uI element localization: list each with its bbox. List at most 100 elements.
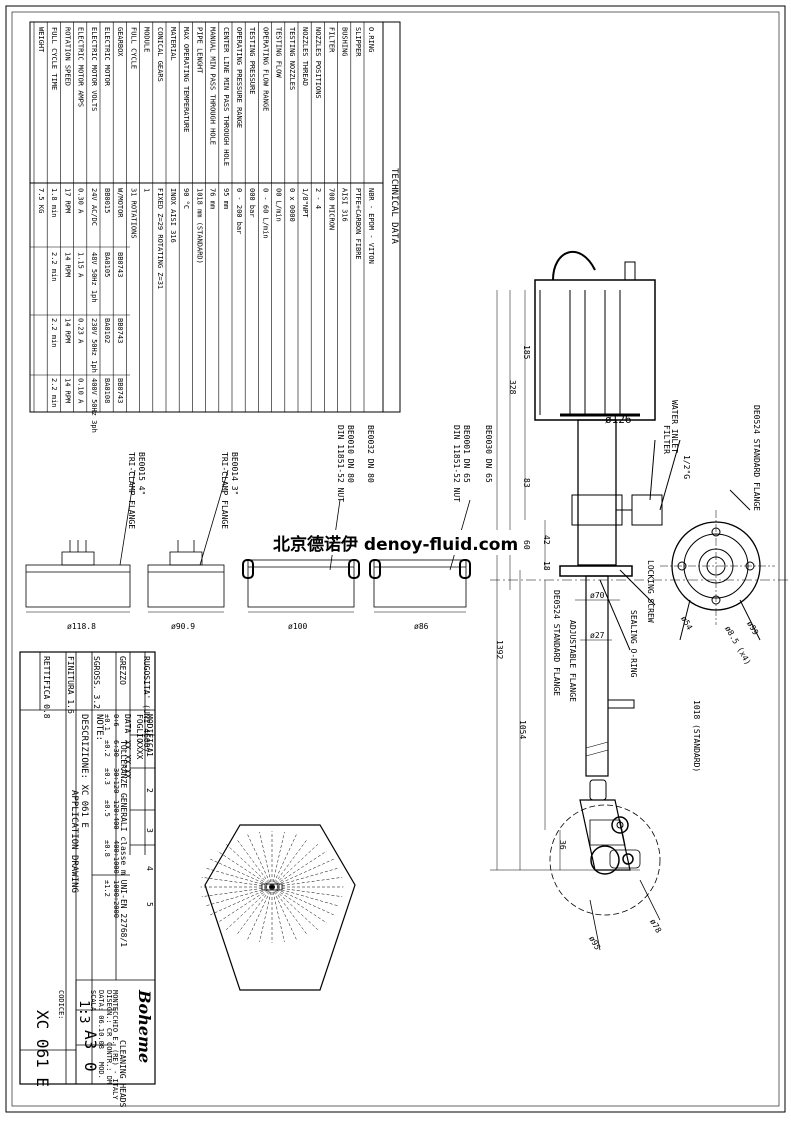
dim-1054: 1054 — [518, 720, 527, 740]
tol-range: 0÷6 — [112, 714, 120, 727]
spray-ray — [259, 831, 273, 888]
tech-label: CENTER LINE MIN PASS THROUGH HOLE — [221, 27, 230, 167]
codice-value: XC 061 E — [33, 1010, 52, 1088]
dim-1392: 1392 — [495, 640, 504, 660]
head-detail-view — [549, 804, 661, 951]
tol-value: ±0.5 — [103, 800, 111, 817]
spray-ray — [271, 877, 343, 888]
spray-ray — [271, 886, 297, 940]
format-value: A3 — [81, 1030, 100, 1050]
rev-1: 1 — [145, 752, 154, 757]
tech-motor-value: 14 RPM — [63, 318, 72, 344]
tol-value: ±0.1 — [103, 714, 111, 731]
spray-ray — [201, 877, 273, 888]
locking-screw-label: LOCKING SCREW — [646, 560, 655, 623]
dim-185: 185 — [522, 345, 531, 360]
dim-36: 36 — [558, 840, 567, 850]
tech-value: 24V AC/DC — [89, 188, 98, 226]
tech-value: 17 RPM — [63, 188, 72, 214]
tech-label: BUSHING — [340, 27, 349, 57]
tech-value: 1/8"NPT — [301, 188, 309, 218]
tol-range: 30÷120 — [112, 768, 120, 794]
tech-value: 95 mm — [221, 188, 230, 210]
tech-label: MANUAL MIN PASS THROUGH HOLE — [208, 27, 217, 146]
brand-subtitle: CLEANING HEADS — [118, 1040, 127, 1108]
brand-logo: Boheme — [135, 990, 154, 1064]
adjustable-flange-label: ADJUSTABLE FLANGE — [568, 620, 577, 702]
diam-126: ø126 — [605, 413, 632, 426]
tech-motor-value: 0.23 A — [76, 318, 85, 344]
disegn: DISEGN.: CR — [105, 990, 113, 1037]
spray-ray — [271, 850, 327, 888]
tech-label: TESTING PRESSURE — [248, 27, 257, 95]
rev-5: 5 — [145, 902, 154, 907]
tech-motor-value: BA0102 — [103, 318, 111, 344]
tech-label: OPERATING PRESSURE RANGE — [235, 27, 243, 129]
standard-flange-label: DE0524 STANDARD FLANGE — [552, 590, 561, 696]
tech-motor-value: 14 RPM — [63, 378, 72, 404]
flange1-code: BE0015 4" — [137, 452, 146, 496]
spray-ray — [271, 834, 297, 888]
tech-value: 0.30 A — [76, 188, 85, 214]
tech-motor-value: 48V 50Hz 1ph — [89, 252, 98, 303]
sealing-oring-label: SEALING O-RING — [629, 610, 638, 678]
tech-label: ELECTRIC MOTOR — [103, 27, 111, 87]
diam-70: ø70 — [590, 591, 605, 600]
tech-label: FULL CYCLE TIME — [50, 27, 59, 91]
spray-ray — [271, 886, 334, 916]
spray-ray — [271, 886, 319, 930]
tech-label: TESTING FLOW — [274, 27, 283, 78]
tech-value: 2 - 4 — [314, 188, 323, 210]
spray-ray — [271, 886, 343, 897]
flange4-code: BE0030 DN 65 — [484, 425, 493, 483]
tech-label: FULL CYCLE — [129, 27, 138, 70]
tech-label: MATERIAL — [169, 27, 177, 61]
dim-18: 18 — [542, 561, 551, 571]
dim-83: 83 — [522, 478, 531, 488]
tech-value: 000 bar — [248, 188, 257, 218]
spray-ray — [247, 834, 273, 888]
machine-drawing — [490, 250, 790, 871]
flange2-name: TRI-CLAMP FLANGE — [220, 452, 229, 530]
tech-value: 1 — [142, 188, 151, 193]
flange3-name: DIN 11851-52 NUT — [336, 425, 345, 503]
tech-value: W/MOTOR — [116, 188, 125, 218]
tech-motor-value: BB0743 — [116, 318, 125, 344]
tol-value: ±0.2 — [103, 740, 111, 757]
flange1-dim: ø118.8 — [67, 622, 96, 631]
tech-motor-value: 1.15 A — [76, 252, 85, 278]
tech-value: AISI 316 — [340, 188, 349, 222]
flange2-dim: ø90.9 — [171, 622, 196, 631]
tol-value: ±0.3 — [103, 768, 111, 785]
tech-motor-value: BA0108 — [103, 378, 111, 404]
tech-motor-value: 2.2 min — [50, 318, 59, 348]
flange3-dim: ø100 — [288, 622, 308, 631]
standard-flange-label-top: DE0524 STANDARD FLANGE — [752, 405, 761, 511]
spray-ray — [210, 886, 273, 916]
spray-ray — [236, 886, 273, 936]
tech-value: 7.5 KG — [37, 188, 45, 214]
dim-328: 328 — [508, 380, 517, 395]
spray-ray — [204, 867, 273, 888]
tol-range: 6÷30 — [112, 740, 120, 757]
tolerance-title: TOLLERANZE GENERALI classe m UNI-EN 2276… — [119, 740, 128, 948]
spray-ray — [236, 838, 273, 888]
spray-ray — [271, 838, 308, 888]
filter-label: FILTER — [662, 425, 671, 454]
tech-value: 00 L/min — [274, 188, 283, 222]
tech-label: ELECTRIC MOTOR VOLTS — [89, 27, 98, 112]
tech-motor-value: BB0743 — [116, 252, 125, 278]
tech-value: 0 - 60 L/min — [261, 188, 270, 239]
spray-ray — [225, 886, 273, 930]
inlet-thread-label: 1/2"G — [682, 455, 691, 480]
tech-label: ROTATION SPEED — [63, 27, 72, 87]
spray-ray — [217, 886, 273, 924]
tech-motor-value: 14 RPM — [63, 252, 72, 278]
tech-motor-value: 0.10 A — [76, 378, 85, 404]
rev-2: 2 — [145, 788, 154, 793]
tech-label: NOZZLES POSITIONS — [314, 27, 323, 99]
spray-ray — [201, 886, 273, 897]
title-block — [19, 651, 156, 1085]
